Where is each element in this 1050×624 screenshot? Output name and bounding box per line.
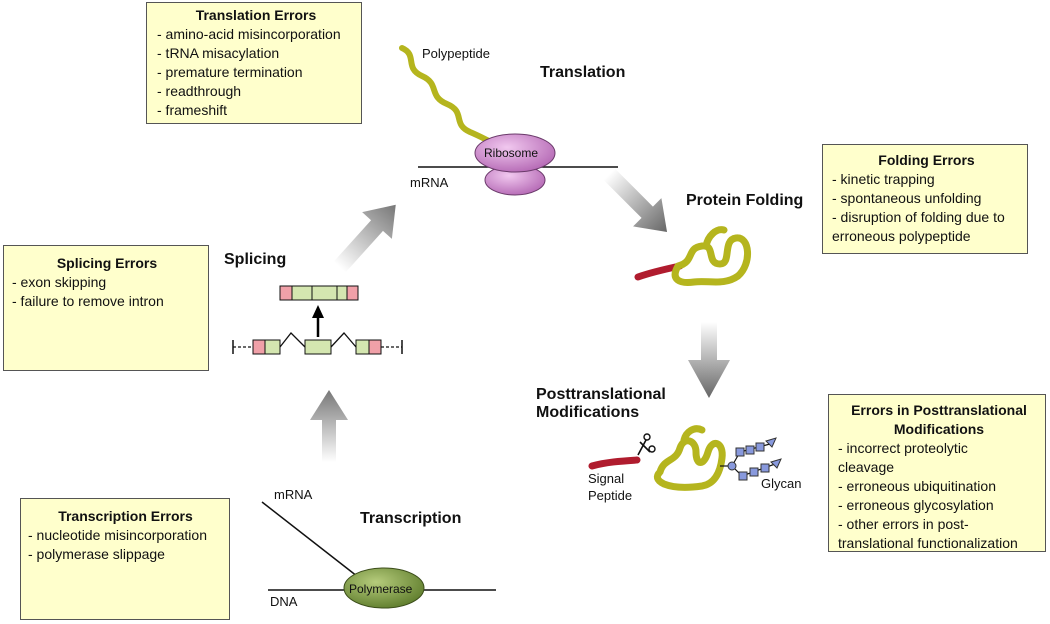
stage-transcription-label: Transcription xyxy=(360,510,462,527)
stage-translation-label: Translation xyxy=(540,64,626,81)
transcription-illustration xyxy=(261,501,496,609)
list-item: - other errors in post-translational fun… xyxy=(838,516,1018,551)
list-item: - incorrect proteolytic cleavage xyxy=(838,440,968,475)
cleaved-signal-peptide xyxy=(588,456,641,470)
flow-arrow-folding-to-ptm xyxy=(688,322,730,398)
glycan-label: Glycan xyxy=(761,476,802,491)
flow-arrow-transcription-to-splicing xyxy=(310,390,348,462)
stage-posttranslational-label: Posttranslational Modifications xyxy=(536,386,666,421)
list-item: - amino-acid misincorporation xyxy=(157,26,341,42)
stage-protein-folding-label: Protein Folding xyxy=(686,192,804,209)
splicing-illustration xyxy=(232,285,403,355)
list-item: - polymerase slippage xyxy=(28,546,165,562)
list-item: - spontaneous unfolding xyxy=(832,190,982,206)
folding-errors-title: Folding Errors xyxy=(878,152,975,168)
translation-errors-box: Translation Errors - amino-acid misincor… xyxy=(146,2,362,124)
modified-protein xyxy=(653,425,726,491)
folded-protein xyxy=(671,226,751,286)
folding-illustration xyxy=(634,226,751,286)
list-item: - premature termination xyxy=(157,64,303,80)
transcription-errors-box: Transcription Errors - nucleotide misinc… xyxy=(20,498,230,620)
list-item: - exon skipping xyxy=(12,274,107,290)
flow-arrow-translation-to-folding xyxy=(603,168,668,233)
list-item: - tRNA misacylation xyxy=(157,45,280,61)
splicing-errors-box: Splicing Errors - exon skipping - failur… xyxy=(3,245,209,371)
pre-mrna xyxy=(232,332,403,355)
list-item: - erroneous glycosylation xyxy=(838,497,994,513)
splicing-errors-title: Splicing Errors xyxy=(56,255,158,271)
mature-mrna xyxy=(279,285,359,301)
ptm-errors-box: Errors in Posttranslational Modification… xyxy=(828,394,1046,552)
stage-splicing-label: Splicing xyxy=(224,251,287,268)
list-item: - frameshift xyxy=(157,102,228,118)
list-item: - erroneous ubiquitination xyxy=(838,478,996,494)
scissors-icon xyxy=(637,433,656,456)
list-item: - readthrough xyxy=(157,83,242,99)
mrna-translation-label: mRNA xyxy=(410,175,449,190)
nascent-mrna-strand xyxy=(261,501,363,581)
polymerase-enzyme xyxy=(343,567,425,609)
splice-arrow xyxy=(312,305,324,337)
translation-errors-title: Translation Errors xyxy=(195,7,317,23)
flow-arrow-splicing-to-translation xyxy=(333,204,396,273)
list-item: - kinetic trapping xyxy=(832,171,935,187)
nascent-polypeptide xyxy=(399,45,503,149)
mrna-transcription-label: mRNA xyxy=(274,487,313,502)
polypeptide-label: Polypeptide xyxy=(422,46,490,61)
ptm-errors-title: Errors in Posttranslational Modification… xyxy=(851,402,1027,437)
ribosome-label: Ribosome xyxy=(484,146,539,160)
list-item: - disruption of folding due to erroneous… xyxy=(832,209,1005,244)
ptm-illustration xyxy=(588,425,782,491)
translation-illustration xyxy=(399,45,618,196)
ribosome-large-subunit xyxy=(474,133,556,173)
list-item: - failure to remove intron xyxy=(12,293,164,309)
glycan-chain xyxy=(720,437,782,481)
folding-errors-box: Folding Errors - kinetic trapping - spon… xyxy=(822,144,1028,254)
list-item: - nucleotide misincorporation xyxy=(28,527,207,543)
transcription-errors-title: Transcription Errors xyxy=(58,508,193,524)
dna-label: DNA xyxy=(270,594,298,609)
signal-peptide-label: Signal Peptide xyxy=(588,471,633,503)
polymerase-label: Polymerase xyxy=(349,582,413,596)
